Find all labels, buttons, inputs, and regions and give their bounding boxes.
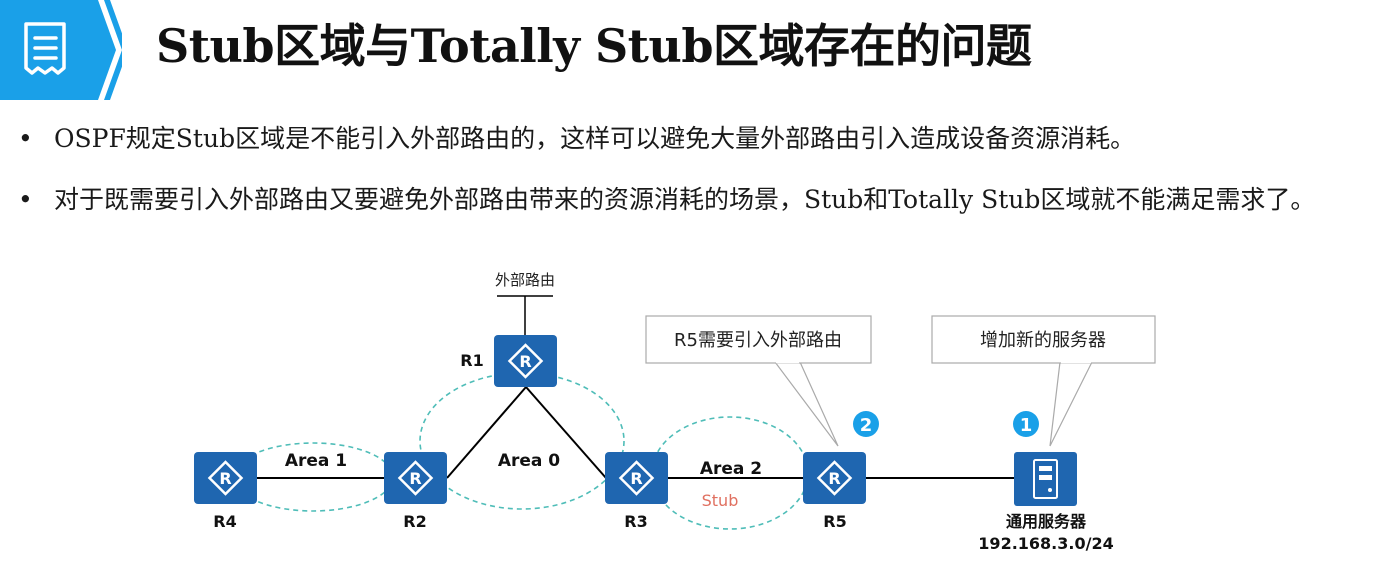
svg-text:R: R [409, 469, 421, 488]
bullet-item: • 对于既需要引入外部路由又要避免外部路由带来的资源消耗的场景，Stub和Tot… [18, 179, 1368, 220]
bullet-dot: • [18, 124, 33, 153]
svg-text:R: R [519, 352, 531, 371]
svg-text:2: 2 [860, 415, 873, 436]
area1-label: Area 1 [285, 451, 347, 471]
callout-server-text: 增加新的服务器 [980, 330, 1106, 351]
callout-r5-text: R5需要引入外部路由 [674, 330, 842, 351]
svg-text:R: R [630, 469, 642, 488]
stub-label: Stub [702, 491, 739, 510]
bullet-text: OSPF规定Stub区域是不能引入外部路由的，这样可以避免大量外部路由引入造成设… [54, 124, 1136, 153]
area2-label: Area 2 [700, 459, 762, 479]
svg-text:R: R [219, 469, 231, 488]
document-list-icon [24, 22, 66, 75]
svg-text:1: 1 [1020, 415, 1033, 436]
server-icon [1014, 452, 1077, 506]
badge-one: 1 [1013, 411, 1039, 437]
header-band [0, 0, 122, 100]
external-route-label: 外部路由 [495, 271, 555, 289]
router-label-r2: R2 [403, 512, 426, 531]
router-r2: R [384, 452, 447, 504]
svg-text:R: R [828, 469, 840, 488]
link-r1-r3 [525, 386, 607, 479]
router-r1: R [494, 335, 557, 387]
bullet-item: • OSPF规定Stub区域是不能引入外部路由的，这样可以避免大量外部路由引入造… [18, 118, 1368, 159]
router-label-r4: R4 [213, 512, 236, 531]
router-r3: R [605, 452, 668, 504]
bullet-dot: • [18, 185, 33, 214]
router-r4: R [194, 452, 257, 504]
area0-label: Area 0 [498, 451, 560, 471]
badge-two: 2 [853, 411, 879, 437]
bullet-list: • OSPF规定Stub区域是不能引入外部路由的，这样可以避免大量外部路由引入造… [18, 118, 1368, 240]
server-name-label: 通用服务器 [1006, 512, 1087, 531]
router-label-r1: R1 [460, 351, 483, 370]
bullet-text: 对于既需要引入外部路由又要避免外部路由带来的资源消耗的场景，Stub和Total… [54, 185, 1316, 214]
callout-server: 增加新的服务器 [931, 315, 1156, 447]
callout-r5: R5需要引入外部路由 [645, 315, 872, 447]
router-label-r5: R5 [823, 512, 846, 531]
server-subnet-label: 192.168.3.0/24 [978, 534, 1113, 553]
area0-boundary [419, 372, 625, 510]
router-label-r3: R3 [624, 512, 647, 531]
router-r5: R [803, 452, 866, 504]
page-title: Stub区域与Totally Stub区域存在的问题 [156, 19, 1032, 73]
link-r2-r1 [446, 386, 527, 479]
